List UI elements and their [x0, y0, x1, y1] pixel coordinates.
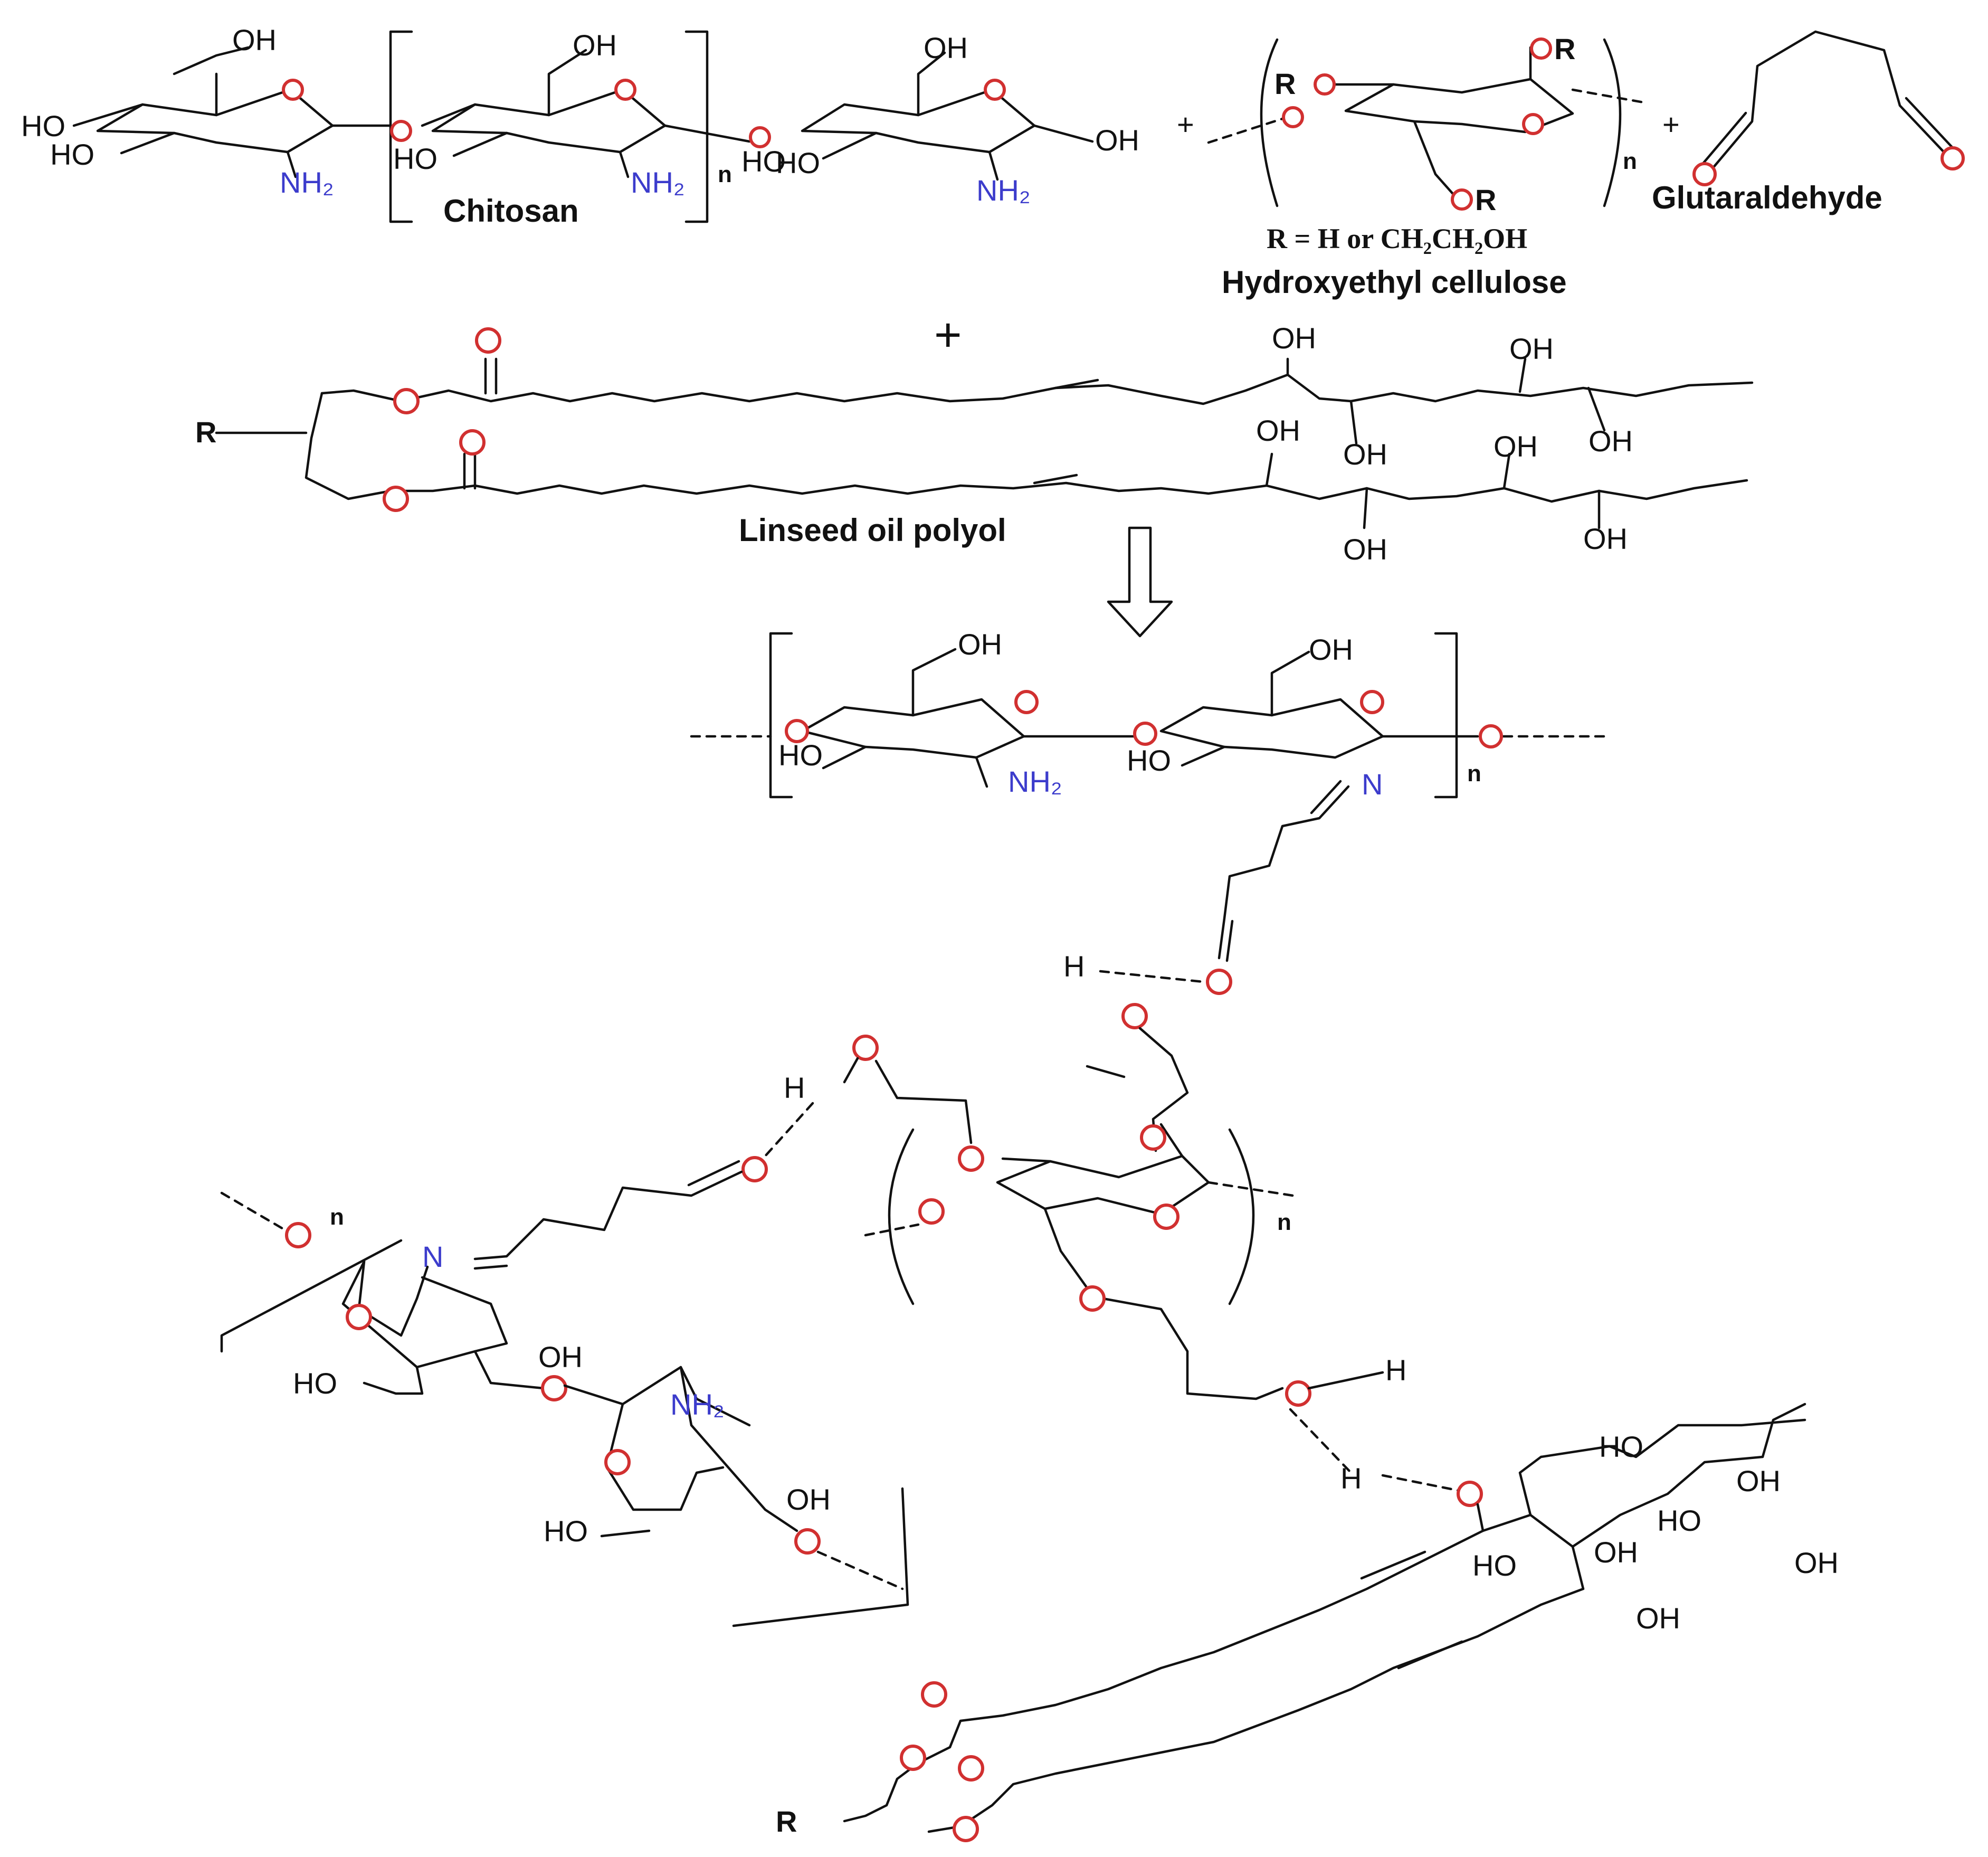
plus-sign: +: [1662, 108, 1680, 141]
ho-label: HO: [1657, 1504, 1701, 1537]
nh2-label: NH₂: [280, 166, 334, 199]
r-label: R: [776, 1805, 797, 1838]
oh-label: OH: [573, 29, 617, 62]
oh-label: OH: [538, 1340, 583, 1373]
glutaraldehyde-caption: Glutaraldehyde: [1652, 180, 1882, 215]
ho-label: HO: [393, 142, 437, 175]
h-label: H: [784, 1071, 805, 1104]
repeat-index: n: [1623, 148, 1637, 174]
hec-caption: Hydroxyethyl cellulose: [1222, 264, 1567, 300]
glutaraldehyde-linker-lower: [473, 1102, 814, 1270]
ho-label: HO: [1127, 744, 1171, 777]
oh-label: OH: [1256, 414, 1300, 447]
h-label: H: [1340, 1462, 1362, 1495]
chitosan-structure: OH HO HO NH₂ OH HO NH₂ n HO OH HO NH₂ OH: [21, 23, 1139, 223]
nh2-label: NH₂: [670, 1388, 725, 1421]
oh-label: OH: [1636, 1602, 1680, 1635]
r-label: R: [1274, 67, 1296, 100]
repeat-index: n: [1467, 761, 1481, 787]
oh-label: OH: [1594, 1536, 1638, 1569]
oh-label: OH: [958, 628, 1002, 661]
ho-label: HO: [21, 109, 65, 143]
reaction-arrow: [1107, 526, 1173, 638]
nh2-label: NH₂: [976, 174, 1031, 207]
linseed-oil-polyol-structure: R OH OH OH OH OH OH OH OH: [195, 321, 1754, 566]
ho-label: HO: [1599, 1430, 1643, 1463]
ho-label: HO: [776, 146, 820, 179]
oh-label: OH: [1309, 633, 1353, 666]
hydroxyethyl-cellulose-structure: R R R n: [1207, 32, 1648, 216]
r-label: R: [1475, 183, 1496, 216]
n-label: N: [422, 1240, 443, 1273]
product-hec-crosslinked: n H H H: [784, 1003, 1406, 1495]
glutaraldehyde-linker-upper: H: [1063, 780, 1350, 995]
product-chitosan-lower: N n OH HO NH₂ OH HO: [220, 1191, 909, 1627]
ho-label: HO: [778, 738, 823, 772]
plus-sign: +: [934, 309, 962, 362]
product-chitosan-backbone: OH HO NH₂ OH HO N n: [690, 628, 1611, 801]
plus-sign: +: [1177, 108, 1194, 141]
r-definition: R = H or CH₂CH₂OH: [1267, 223, 1527, 254]
ho-label: HO: [741, 145, 786, 178]
oh-label: OH: [786, 1483, 831, 1516]
oh-label: OH: [924, 31, 968, 64]
n-label: N: [1362, 768, 1383, 801]
oh-label: OH: [1583, 522, 1628, 555]
oh-label: OH: [1343, 438, 1387, 471]
nh2-label: NH₂: [631, 166, 685, 199]
oh-label: OH: [1736, 1464, 1781, 1498]
h-label: H: [1385, 1353, 1406, 1387]
glutaraldehyde-structure: [1692, 30, 1965, 186]
product-linseed-oil-polyol: R HO OH OH HO OH HO OH: [776, 1403, 1839, 1842]
ho-label: HO: [50, 138, 94, 171]
oh-label: OH: [1343, 533, 1387, 566]
linseed-caption: Linseed oil polyol: [739, 513, 1006, 548]
ho-label: HO: [544, 1514, 588, 1548]
oh-label: OH: [1794, 1546, 1839, 1579]
oh-label: OH: [1272, 321, 1316, 355]
oh-label: OH: [1589, 424, 1633, 458]
r-label: R: [195, 415, 216, 449]
ho-label: HO: [1472, 1549, 1517, 1582]
nh2-label: NH₂: [1008, 765, 1062, 798]
repeat-index: n: [1277, 1209, 1291, 1235]
oh-label: OH: [1509, 332, 1554, 365]
repeat-index: n: [330, 1204, 344, 1230]
chitosan-caption: Chitosan: [443, 193, 579, 229]
r-label: R: [1554, 32, 1575, 65]
oh-label: OH: [1095, 124, 1139, 157]
repeat-index: n: [718, 162, 732, 187]
oh-label: OH: [232, 23, 277, 56]
ho-label: HO: [293, 1367, 337, 1400]
h-label: H: [1063, 950, 1085, 983]
oh-label: OH: [1494, 430, 1538, 463]
